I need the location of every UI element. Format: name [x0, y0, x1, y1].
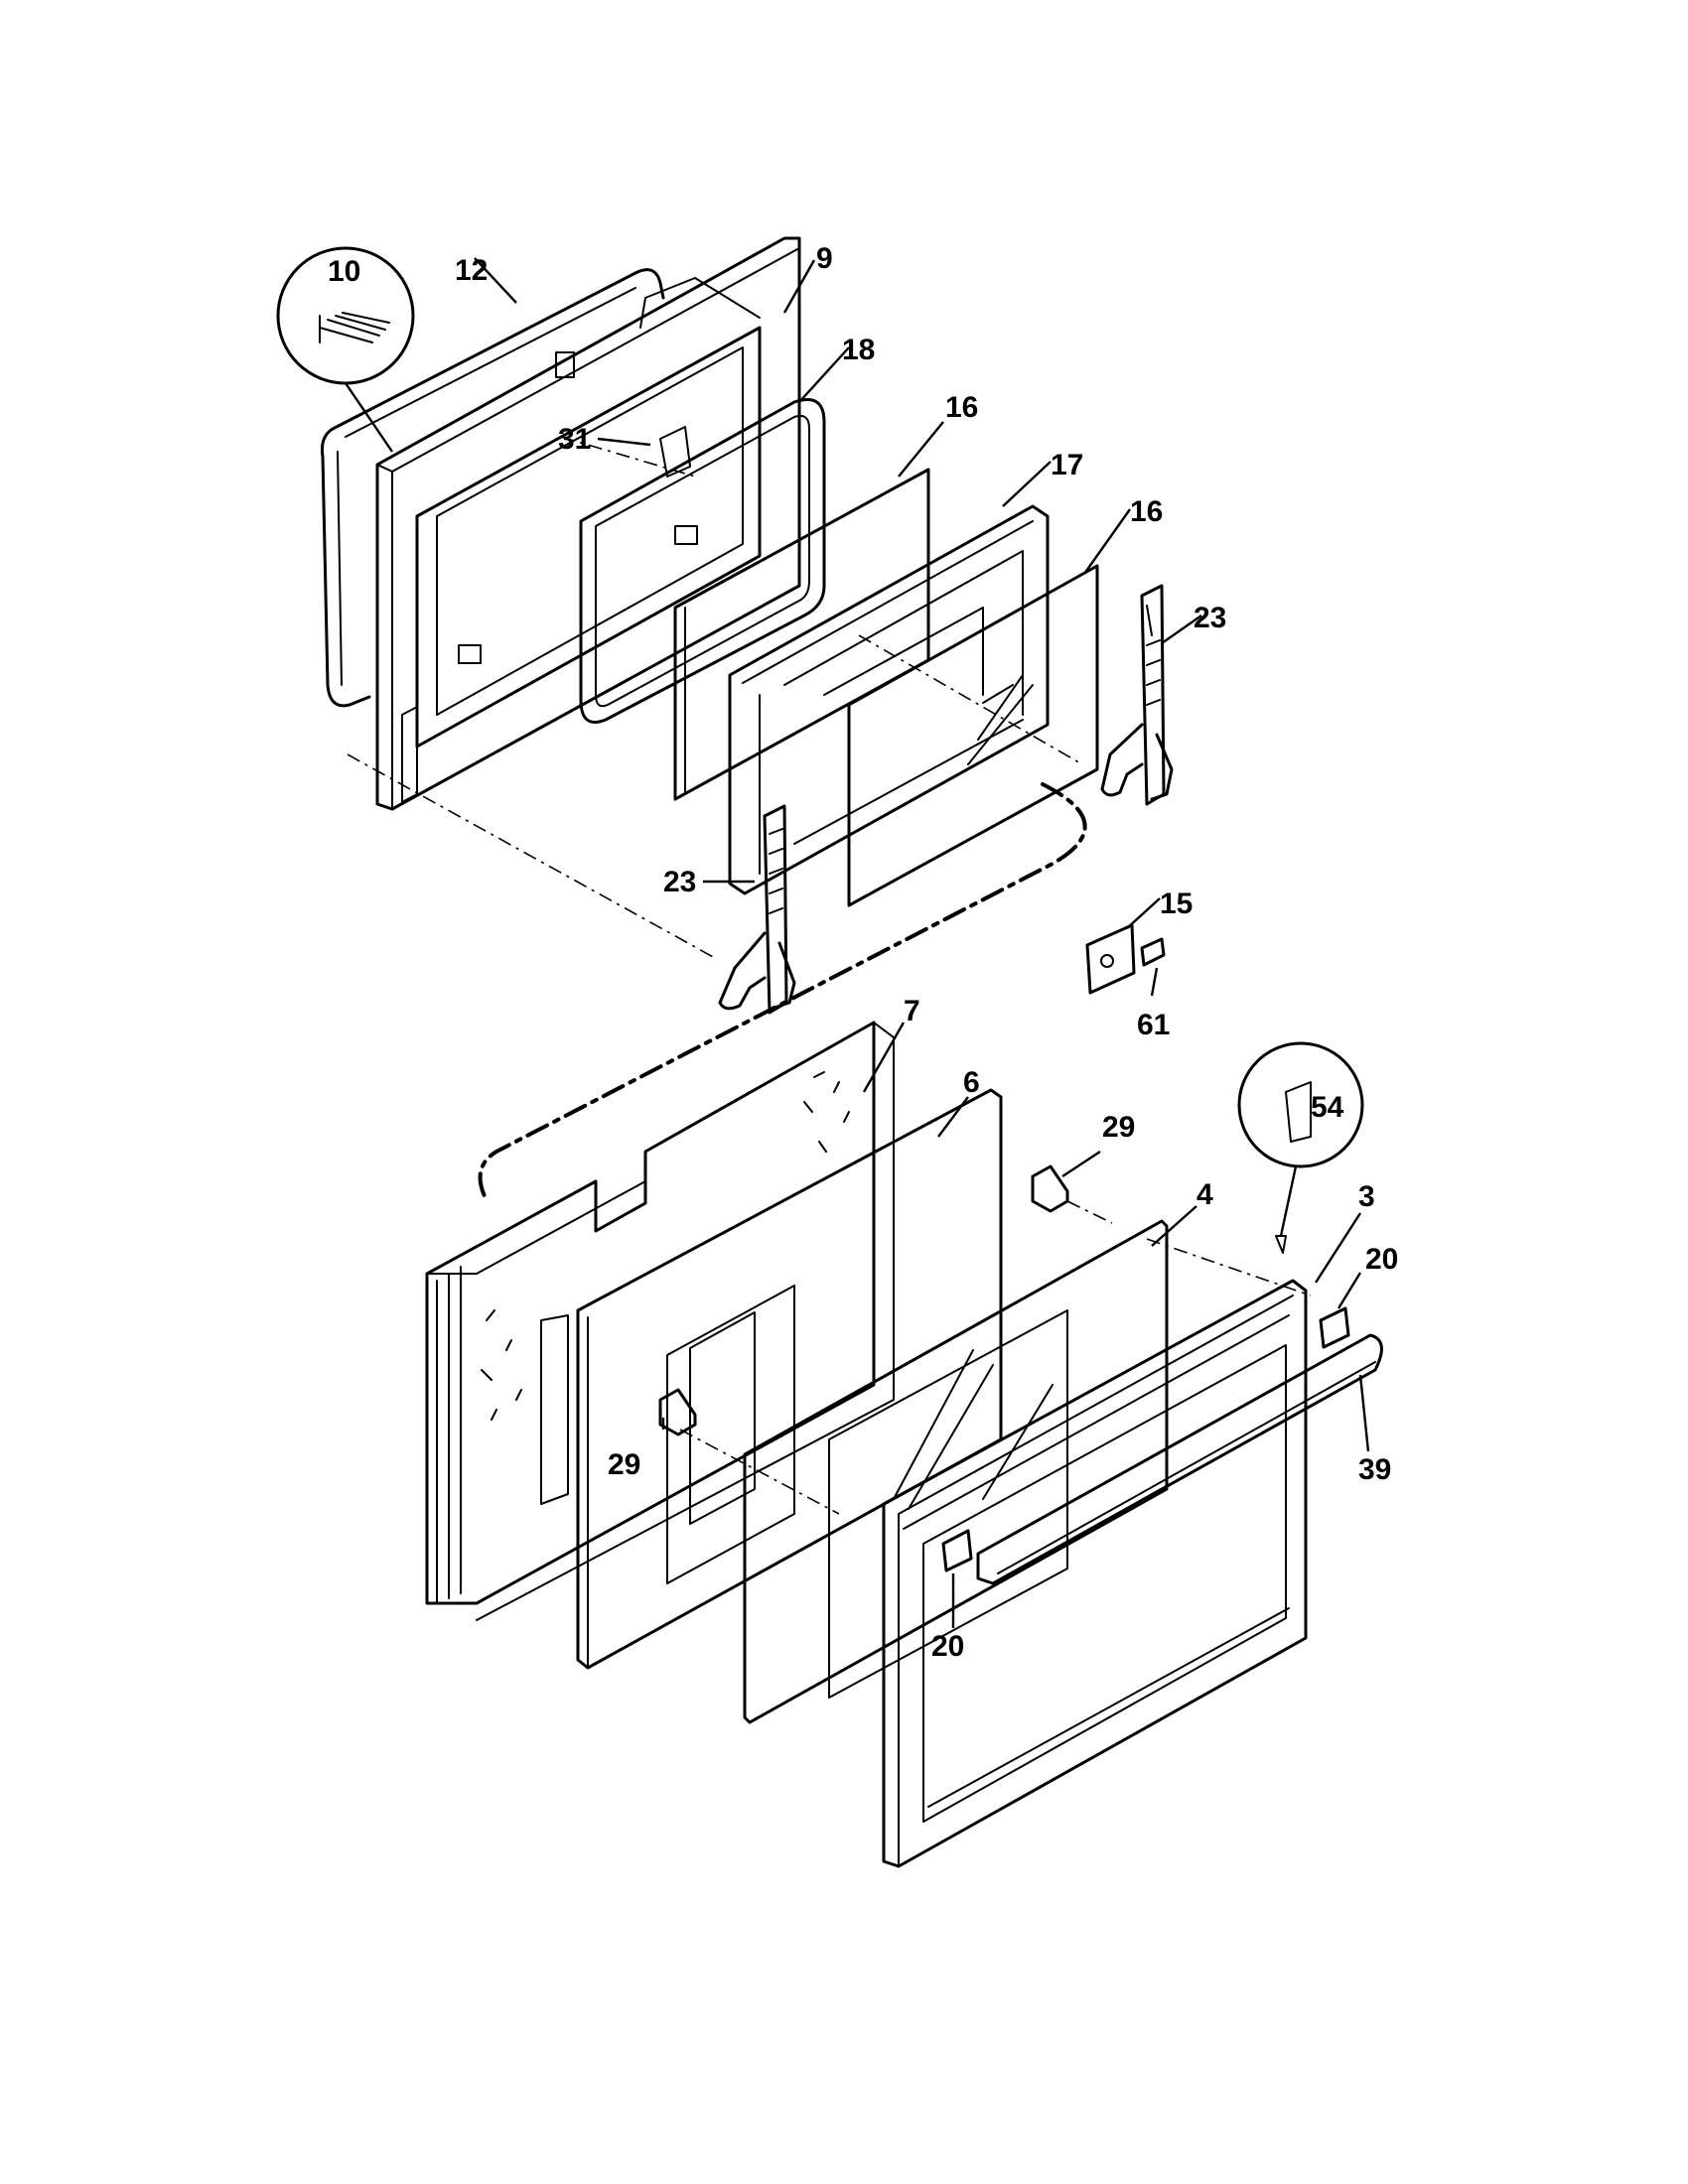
door-gasket-part-12: [321, 268, 665, 708]
callout-16-right: 16: [1130, 495, 1163, 528]
callout-29-lower: 29: [608, 1448, 640, 1481]
callout-3: 3: [1358, 1180, 1375, 1213]
screw-detail-part-10: [276, 246, 415, 453]
callout-15: 15: [1160, 887, 1193, 920]
spacer-part-29-upper: [1031, 1164, 1069, 1213]
callout-12: 12: [455, 254, 488, 287]
door-stop-part-61: [1140, 937, 1166, 967]
callout-18: 18: [842, 334, 875, 366]
callout-numbers: 10 12 9 18 31 16 17 16 23 23 15 61 7 6 2…: [328, 242, 1398, 1663]
door-panel-part-6: [540, 1088, 1003, 1670]
callout-16-left: 16: [945, 391, 978, 424]
handle-cap-part-20-right: [1319, 1306, 1350, 1349]
callout-23-left: 23: [663, 866, 696, 898]
glass-panel-part-16-right: [847, 564, 1099, 907]
outer-glass-part-4: [743, 1219, 1169, 1724]
door-hinge-part-23-right: [1100, 584, 1174, 806]
door-bracket-part-15: [1085, 923, 1136, 995]
screw-detail-part-54: [1237, 1041, 1364, 1254]
assembly-lines: [347, 436, 1312, 1515]
glass-pack-part-17: [728, 504, 1050, 895]
callout-23-right: 23: [1194, 602, 1226, 634]
callout-61: 61: [1137, 1009, 1170, 1041]
callout-20-right: 20: [1365, 1243, 1398, 1276]
callout-9: 9: [816, 242, 833, 275]
callout-29-upper: 29: [1102, 1111, 1135, 1144]
callout-7: 7: [904, 995, 920, 1027]
callout-6: 6: [963, 1066, 980, 1099]
leader-lines: [474, 257, 1370, 1628]
callout-54: 54: [1311, 1091, 1344, 1124]
spacer-part-29-lower: [658, 1388, 697, 1436]
callout-4: 4: [1196, 1178, 1213, 1211]
inner-door-liner-part-9: [375, 236, 801, 811]
door-handle-part-39: [976, 1333, 1383, 1585]
insulation-pad-part-7: [425, 1021, 895, 1621]
handle-cap-part-20-left: [941, 1529, 973, 1572]
callout-17: 17: [1051, 449, 1083, 481]
callout-20-left: 20: [931, 1630, 964, 1663]
callout-39: 39: [1358, 1453, 1391, 1486]
outer-door-frame-part-3: [882, 1279, 1308, 1868]
liner-clip-part-31: [659, 426, 691, 478]
door-seal-part-18: [579, 398, 826, 724]
callout-10: 10: [328, 255, 360, 288]
callout-31: 31: [558, 423, 591, 456]
